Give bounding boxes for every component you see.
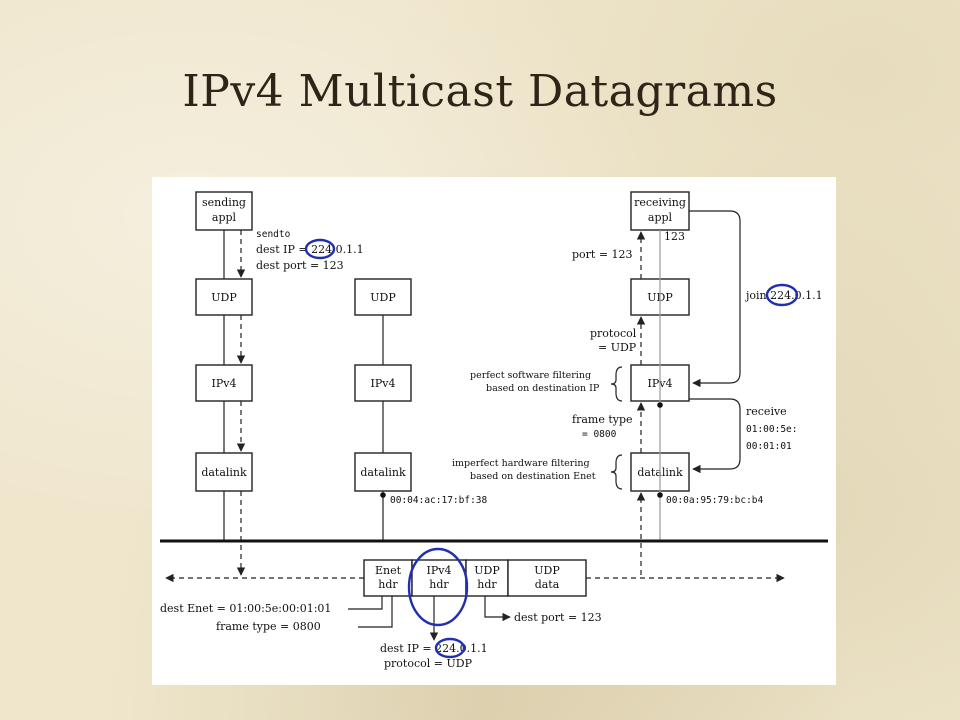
frame-udp-label-2: hdr <box>477 578 497 591</box>
frame-ipv4-label-1: IPv4 <box>427 564 452 577</box>
frame-dest-ip: dest IP = 224.0.1.1 <box>380 642 488 655</box>
sender-dest-ip: dest IP = 224.0.1.1 <box>256 243 364 256</box>
middle-datalink-box <box>354 452 412 492</box>
sender-udp-label: UDP <box>211 291 237 304</box>
frame-enet-hdr <box>363 559 413 597</box>
sw-filter-2: based on destination IP <box>486 383 600 394</box>
frame-ipv4-highlight <box>407 547 469 627</box>
frame-frame-type: frame type = 0800 <box>216 620 321 633</box>
receive-mac-2: 00:01:01 <box>746 441 792 452</box>
hw-filter-2: based on destination Enet <box>470 471 596 482</box>
sending-appl-box <box>195 191 253 231</box>
sw-filter-1: perfect software filtering <box>470 370 591 381</box>
sender-ipv4-label: IPv4 <box>212 377 237 390</box>
sending-appl-label-2: appl <box>212 211 237 224</box>
slide-title: IPv4 Multicast Datagrams <box>182 66 778 117</box>
receiver-port-number: 123 <box>664 230 685 243</box>
frame-protocol: protocol = UDP <box>384 657 473 670</box>
frame-enet-label-2: hdr <box>378 578 398 591</box>
sender-udp-box <box>195 278 253 316</box>
middle-datalink-label: datalink <box>360 466 406 479</box>
hw-filter-brace <box>610 454 623 490</box>
middle-ipv4-box <box>354 364 412 402</box>
frame-udp-hdr <box>465 559 509 597</box>
frame-udp-data <box>507 559 587 597</box>
frame-data-label-2: data <box>535 578 560 591</box>
receive-arrow <box>689 398 741 474</box>
receiver-protocol-2: = UDP <box>598 341 637 354</box>
join-label: join 224.0.1.1 <box>744 289 823 302</box>
frame-data-label-1: UDP <box>534 564 560 577</box>
multicast-diagram: sending appl UDP IPv4 datalink sendto de… <box>152 177 836 685</box>
receiver-mac-label: 00:0a:95:79:bc:b4 <box>666 495 764 506</box>
middle-udp-label: UDP <box>370 291 396 304</box>
middle-host-stack: UDP IPv4 datalink 00:04:ac:17:bf:38 <box>354 278 488 541</box>
hw-filter-1: imperfect hardware filtering <box>452 458 590 469</box>
sender-datalink-box <box>195 452 253 492</box>
sender-datalink-label: datalink <box>201 466 247 479</box>
frame-dest-enet: dest Enet = 01:00:5e:00:01:01 <box>160 602 331 615</box>
receiving-appl-label-2: appl <box>648 211 673 224</box>
frame-ipv4-hdr <box>411 559 467 597</box>
receiver-port-label: port = 123 <box>572 248 633 261</box>
frame-ipv4-label-2: hdr <box>429 578 449 591</box>
join-224-highlight <box>765 283 799 307</box>
receive-label: receive <box>746 405 787 418</box>
middle-mac-label: 00:04:ac:17:bf:38 <box>390 495 488 506</box>
frame-udp-label-1: UDP <box>474 564 500 577</box>
middle-udp-box <box>354 278 412 316</box>
sending-appl-label-1: sending <box>202 196 246 209</box>
receiving-appl-box <box>630 191 690 231</box>
sendto-label: sendto <box>256 229 291 240</box>
sender-stack: sending appl UDP IPv4 datalink sendto de… <box>195 191 364 576</box>
ethernet-frame: Enet hdr IPv4 hdr UDP hdr UDP data dest … <box>160 547 785 670</box>
receive-mac-1: 01:00:5e: <box>746 424 797 435</box>
frame-type-label-2: = 0800 <box>582 429 617 440</box>
join-arrow <box>689 210 741 388</box>
middle-ipv4-label: IPv4 <box>371 377 396 390</box>
diagram-canvas: sending appl UDP IPv4 datalink sendto de… <box>160 191 834 670</box>
receiver-protocol-1: protocol <box>590 327 637 340</box>
sender-dest-port: dest port = 123 <box>256 259 344 272</box>
sender-224-highlight <box>304 238 336 260</box>
frame-224-highlight <box>434 637 466 659</box>
frame-type-label-1: frame type <box>572 413 633 426</box>
receiving-appl-label-1: receiving <box>634 196 686 209</box>
sw-filter-brace <box>610 366 623 402</box>
frame-dest-port: dest port = 123 <box>514 611 602 624</box>
receiver-stack: receiving appl 123 UDP IPv4 datalink por… <box>452 191 834 575</box>
frame-enet-label-1: Enet <box>375 564 402 577</box>
